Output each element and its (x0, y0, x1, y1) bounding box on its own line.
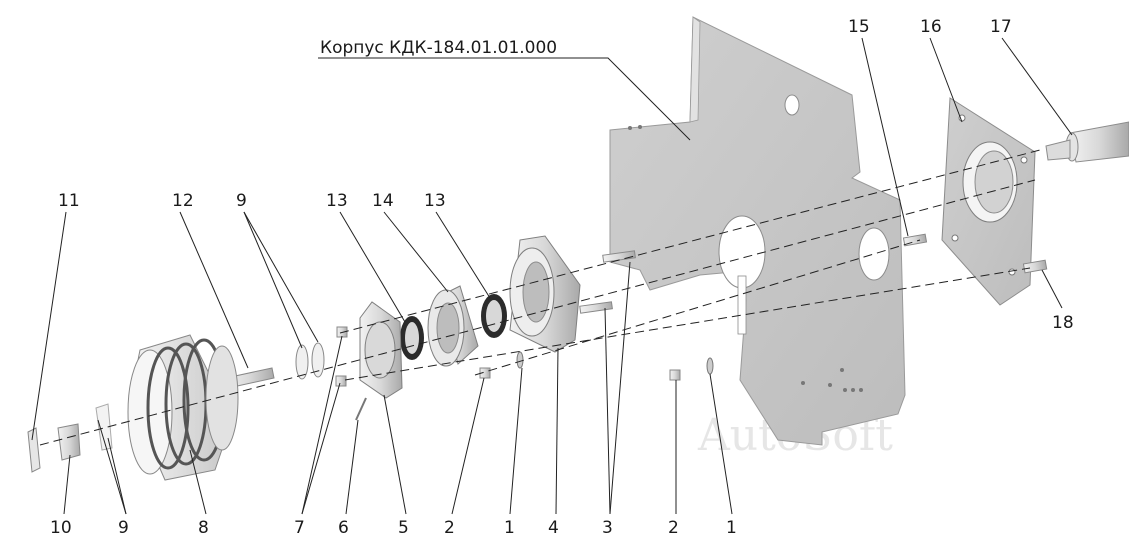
shaft (1045, 121, 1129, 163)
callout-14: 14 (372, 191, 394, 211)
fasteners (295, 326, 714, 421)
callout-3: 3 (602, 518, 613, 538)
bearing-housing (509, 235, 581, 353)
callout-2-right: 2 (668, 518, 679, 538)
callout-4: 4 (548, 518, 559, 538)
callout-5: 5 (398, 518, 409, 538)
end-nut (27, 403, 113, 473)
leader-lines (31, 37, 1073, 515)
bolts (579, 233, 1048, 314)
callout-numbers: 11 12 9 13 14 13 15 16 17 18 10 9 8 7 6 … (50, 17, 1074, 538)
callout-15: 15 (848, 17, 870, 37)
cover-flange (359, 301, 403, 399)
assembly-axes (39, 149, 1041, 446)
callout-9-top: 9 (236, 191, 247, 211)
title-label: Корпус КДК-184.01.01.000 (320, 38, 557, 58)
bearing-and-seals (400, 285, 507, 367)
callout-11: 11 (58, 191, 80, 211)
callout-13-right: 13 (424, 191, 446, 211)
bearing-flange (941, 97, 1036, 306)
callout-17: 17 (990, 17, 1012, 37)
callout-7: 7 (294, 518, 305, 538)
callout-6: 6 (338, 518, 349, 538)
callout-10: 10 (50, 518, 72, 538)
callout-18: 18 (1052, 313, 1074, 333)
callout-1-right: 1 (726, 518, 737, 538)
housing-plate (609, 16, 906, 446)
callout-8: 8 (198, 518, 209, 538)
callout-9-bottom: 9 (118, 518, 129, 538)
callout-1-left: 1 (504, 518, 515, 538)
callout-13-left: 13 (326, 191, 348, 211)
pulley (127, 334, 239, 481)
callout-16: 16 (920, 17, 942, 37)
callout-2-left: 2 (444, 518, 455, 538)
callout-12: 12 (172, 191, 194, 211)
